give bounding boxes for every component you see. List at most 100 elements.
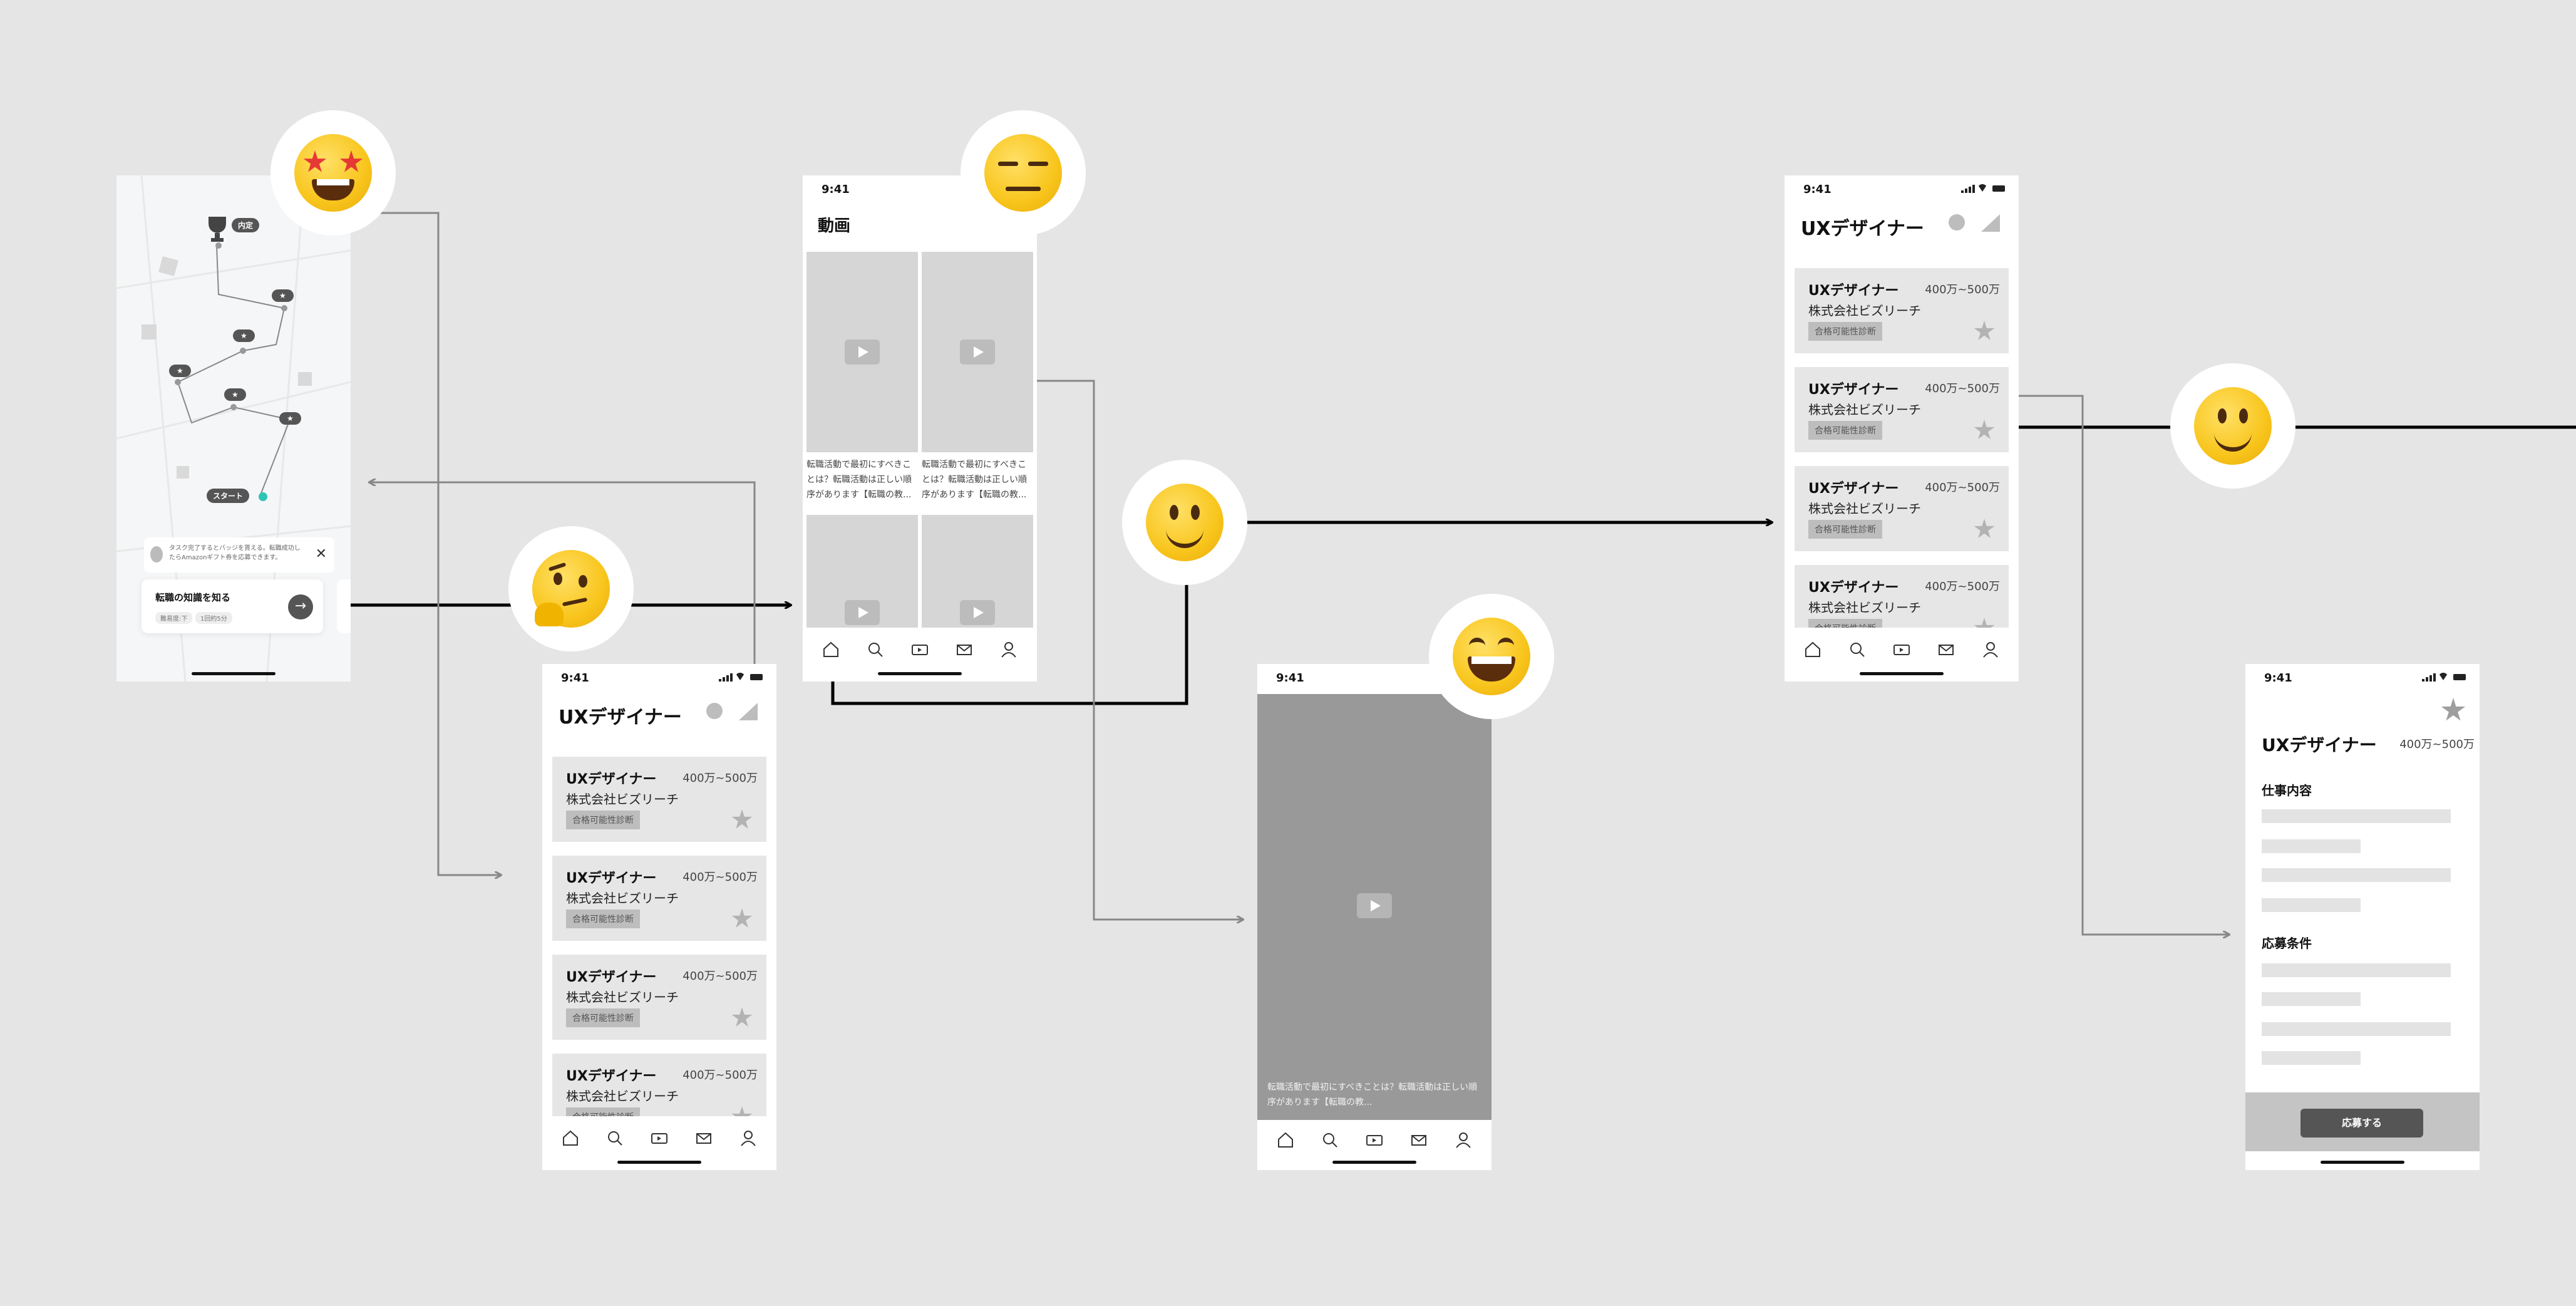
notice-text: タスク完了するとバッジを貰える。転職成功したらAmazonギフト券を応募できます… [169,545,301,561]
video-icon[interactable] [1893,641,1910,658]
home-indicator [878,672,962,675]
star-icon[interactable] [1974,519,1995,538]
node-badge[interactable]: ★ [169,365,191,377]
home-icon[interactable] [562,1129,579,1147]
diagnosis-badge[interactable]: 合格可能性診断 [566,811,640,829]
star-icon[interactable] [731,1007,753,1027]
tab-bar [803,628,1037,671]
placeholder-line [2262,839,2361,853]
home-icon[interactable] [822,641,840,658]
node-badge[interactable]: ★ [279,412,301,425]
star-icon[interactable] [2441,698,2466,721]
node-badge[interactable]: ★ [224,388,246,401]
grinning-emoji-icon [1453,618,1530,695]
video-icon[interactable] [911,641,929,658]
arrow-right-icon[interactable]: → [288,594,313,619]
section-title-requirements: 応募条件 [2262,936,2312,951]
video-player[interactable]: 転職活動で最初にすべきことは？転職活動は正しい順序があります【転職の教... [1257,694,1492,1120]
placeholder-line [2262,809,2451,823]
profile-icon[interactable] [739,1129,757,1147]
apply-button[interactable]: 応募する [2300,1109,2423,1138]
video-thumbnail[interactable] [806,252,918,452]
status-icons [2422,673,2466,682]
search-icon[interactable] [1848,641,1866,658]
mail-icon[interactable] [956,641,973,658]
emotion-slightly-smiling [2170,363,2295,489]
tab-bar [542,1116,776,1160]
diagnosis-badge[interactable]: 合格可能性診断 [1808,322,1882,341]
video-caption: 転職活動で最初にすべきことは？転職活動は正しい順序があります【転職の教... [1267,1082,1478,1107]
home-indicator [617,1161,701,1164]
emotion-thinking [508,526,634,651]
section-title-job-content: 仕事内容 [2262,783,2312,798]
home-icon[interactable] [1804,641,1821,658]
profile-icon[interactable] [1455,1131,1472,1149]
task-card[interactable]: 転職の知識を知る 難易度:下 1回約5分 → [142,579,323,633]
mail-icon[interactable] [1937,641,1955,658]
video-icon[interactable] [1366,1131,1383,1149]
profile-icon[interactable] [1000,641,1018,658]
expressionless-emoji-icon [984,134,1062,212]
star-icon[interactable] [1974,321,1995,340]
placeholder-line [2262,963,2451,977]
job-salary: 400万~500万 [2399,738,2475,751]
play-icon [960,600,995,625]
badge-icon [150,546,163,562]
chat-icon[interactable] [706,703,723,719]
placeholder-line [2262,992,2361,1006]
node-badge[interactable]: ★ [233,329,255,342]
diagnosis-badge[interactable]: 合格可能性診断 [566,910,640,928]
tab-bar [1257,1120,1492,1160]
star-icon[interactable] [731,809,753,829]
page-title: UXデザイナー [559,707,682,728]
video-icon[interactable] [651,1129,668,1147]
play-icon[interactable] [1357,893,1392,918]
play-icon [845,600,880,625]
status-time: 9:41 [561,671,589,685]
node-badge[interactable]: ★ [272,289,294,302]
search-icon[interactable] [867,641,884,658]
apply-footer: 応募する [2245,1092,2480,1151]
diagnosis-badge[interactable]: 合格可能性診断 [566,1008,640,1027]
emotion-slightly-smiling [1122,460,1247,585]
star-icon[interactable] [1974,420,1995,439]
diagnosis-badge[interactable]: 合格可能性診断 [1808,520,1882,539]
status-time: 9:41 [1276,671,1304,685]
star-icon[interactable] [731,908,753,928]
chat-icon[interactable] [1949,214,1965,231]
search-icon[interactable] [1321,1131,1339,1149]
home-icon[interactable] [1277,1131,1294,1149]
video-thumbnail[interactable] [922,252,1033,452]
video-thumbnail[interactable] [806,515,918,634]
diagnosis-badge[interactable]: 合格可能性診断 [1808,421,1882,440]
mail-icon[interactable] [695,1129,713,1147]
status-time: 9:41 [822,183,850,196]
video-thumbnail[interactable] [922,515,1033,634]
link-video-to-player [1002,380,1243,920]
screen-job-detail: 9:41 UXデザイナー 400万~500万 仕事内容 応募条件 応募する [2245,664,2480,1170]
task-title: 転職の知識を知る [155,592,231,603]
close-icon[interactable]: ✕ [315,546,327,562]
status-time: 9:41 [1803,183,1832,196]
page-title: UXデザイナー [1801,218,1924,240]
link-job-card-to-detail [1991,395,2229,935]
profile-icon[interactable] [1982,641,1999,658]
search-icon[interactable] [606,1129,624,1147]
mail-icon[interactable] [1410,1131,1428,1149]
job-title: UXデザイナー [2262,735,2377,755]
goal-label: 内定 [232,218,260,232]
status-icons [1961,184,2005,193]
placeholder-line [2262,1022,2451,1036]
task-tag: 難易度:下 [155,612,193,624]
flow-line-home-return [831,583,1188,705]
send-icon[interactable] [739,703,758,720]
send-icon[interactable] [1981,214,2000,232]
